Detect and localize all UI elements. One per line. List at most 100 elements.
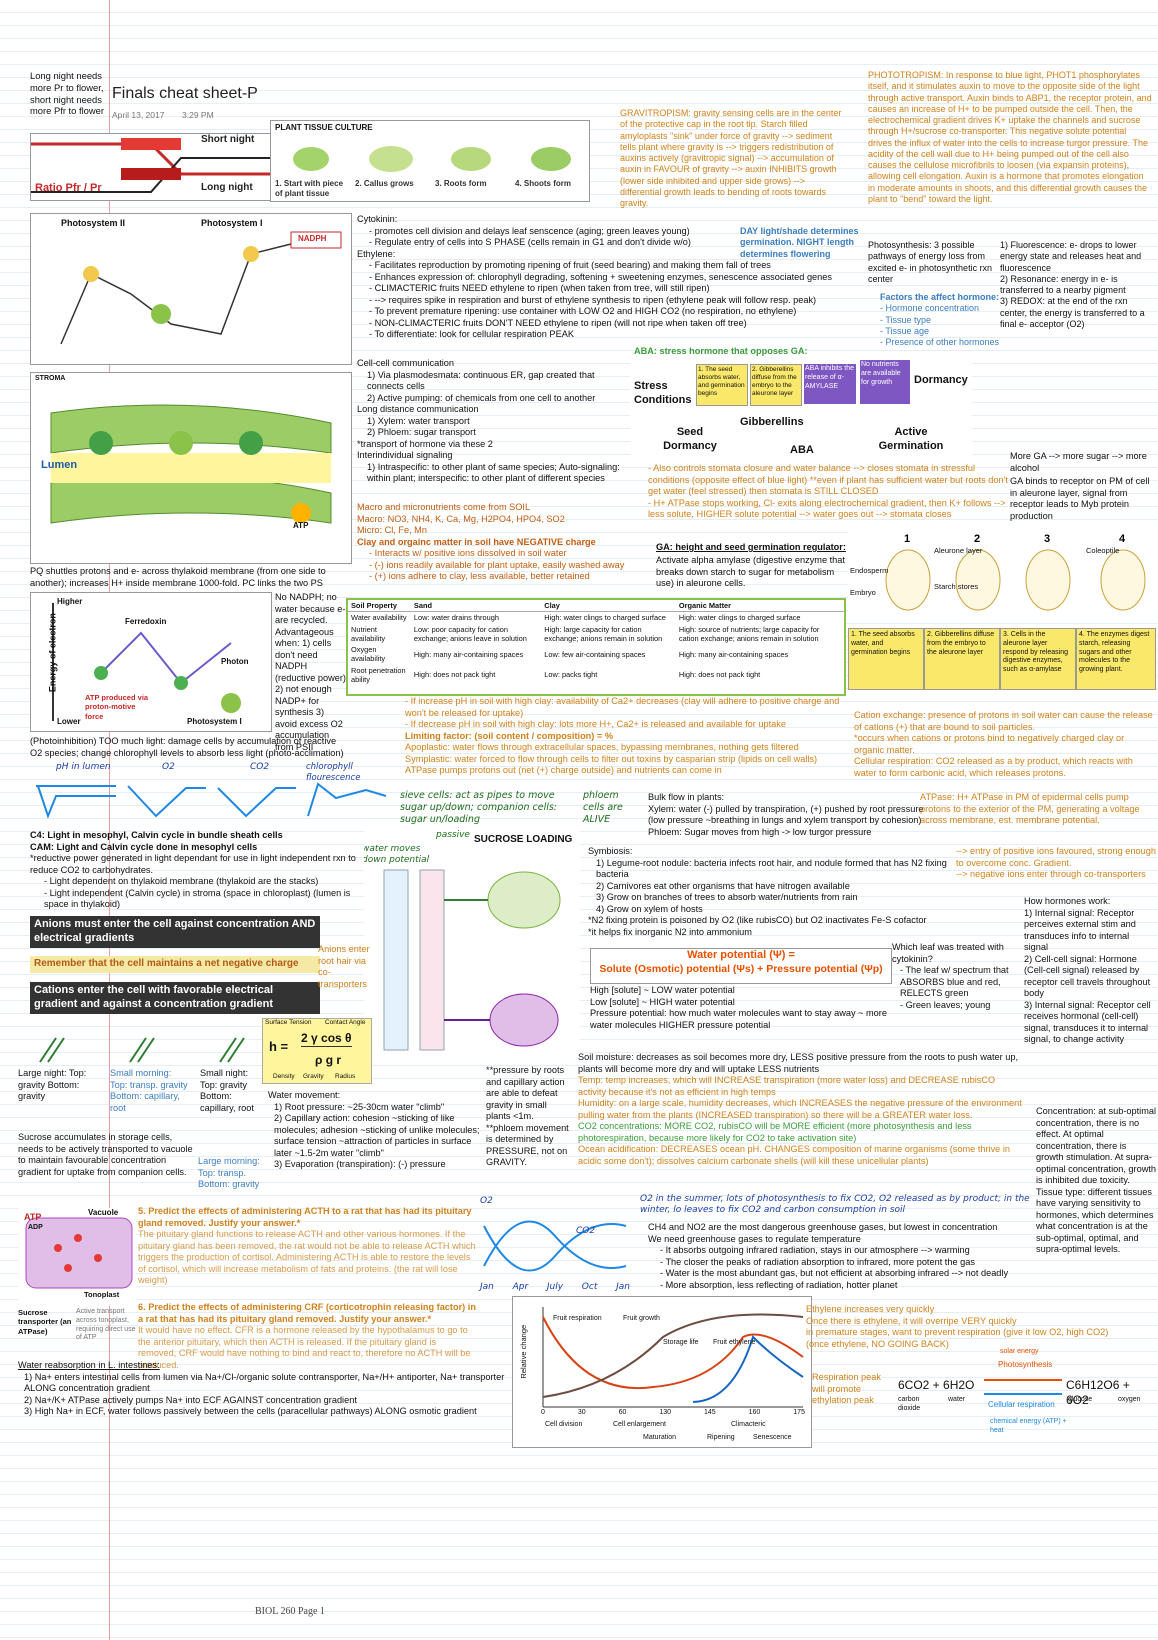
- soil-cell: High: many air-containing spaces: [678, 649, 789, 659]
- seed-dormancy-label: Seed Dormancy: [663, 426, 717, 452]
- eq-water: water: [948, 1396, 966, 1403]
- photoinhibition-note: (Photoinhibition) TOO much light: damage…: [30, 736, 344, 758]
- leaf-line: Which leaf was treated with cytokinin?: [892, 942, 1004, 964]
- dormancy-box-1: 1. The seed absorbs water, and germinati…: [696, 364, 748, 406]
- capillary-formula: h = 2 γ cos θ ρ g r Surface Tension Cont…: [262, 1018, 372, 1084]
- short-night-label: Short night: [201, 134, 255, 145]
- eth-line: in premature stages, want to prevent res…: [806, 1327, 1109, 1349]
- lumen-label: Lumen: [41, 459, 78, 471]
- aleurone-step-4: 4. The enzymes digest starch, releasing …: [1076, 628, 1156, 690]
- chart-label: Ripening: [707, 1434, 735, 1441]
- anions-box: Anions must enter the cell against conce…: [30, 916, 320, 948]
- page-time: 3:29 PM: [182, 110, 214, 120]
- aleurone-steps: 1. The seed absorbs water, and germinati…: [848, 628, 1158, 692]
- c4-line: C4: Light in mesophyl, Calvin cycle in b…: [30, 830, 283, 840]
- embryo-label: Embryo: [850, 588, 876, 597]
- wr-line: Water reabsorption in L. intestines:: [18, 1360, 160, 1370]
- ce-line-2: - Regulate entry of cells into S PHASE (…: [369, 237, 691, 247]
- formula-numerator: 2 γ cos θ: [301, 1031, 352, 1047]
- factors-title: Factors the affect hormone:: [880, 292, 1000, 302]
- eq-oxygen: oxygen: [1118, 1396, 1141, 1403]
- cc-line: *transport of hormone via these 2: [357, 438, 493, 449]
- cc-line: Interindividual signaling: [357, 450, 453, 460]
- ce-line-4: - Facilitates reproduction by promoting …: [369, 260, 771, 270]
- chart-label: Climacteric: [731, 1421, 766, 1428]
- nutrients-list: Macro and micronutrients come from SOIL …: [357, 502, 649, 583]
- net-negative-box: Remember that the cell maintains a net n…: [30, 956, 320, 973]
- q5-title: 5. Predict the effects of administering …: [138, 1206, 472, 1228]
- table-row: Oxygen availability High: many air-conta…: [348, 644, 844, 665]
- cation-line: Cellular respiration: CO2 released as a …: [854, 756, 1133, 778]
- stomata-line: - H+ ATPase stops working, Cl- exits alo…: [648, 497, 1006, 520]
- environment-factors: Soil moisture: decreases as soil becomes…: [578, 1052, 1024, 1167]
- month-label: Oct: [581, 1282, 598, 1292]
- eth-line: Once there is ethylene, it will overripe…: [806, 1315, 1017, 1326]
- wp-line: Pressure potential: how much water molec…: [590, 1008, 887, 1030]
- env-line: Temp: temp increases, which will INCREAS…: [578, 1075, 996, 1097]
- ce-line-7: - --> requires spike in respiration and …: [369, 294, 817, 305]
- eth-line: Ethylene increases very quickly: [806, 1304, 935, 1314]
- day-light-note: DAY light/shade determines germination. …: [740, 226, 859, 259]
- factor-item: - Tissue age: [880, 325, 930, 336]
- ph-lumen-label: pH in lumen: [56, 762, 111, 772]
- aba-ga-title: ABA: stress hormone that opposes GA:: [634, 346, 808, 356]
- tonoplast-label: Tonoplast: [84, 1290, 120, 1299]
- svg-text:3: 3: [1044, 533, 1050, 545]
- stroma-label: STROMA: [35, 375, 66, 382]
- ph-notes: - If increase pH in soil with high clay:…: [405, 696, 850, 777]
- bulk-line: Bulk flow in plants:: [648, 792, 725, 802]
- photosynthesis-equation: 6CO2 + 6H2O C6H12O6 + 6O2 Photosynthesis…: [898, 1348, 1154, 1446]
- month-label: Jan: [616, 1282, 630, 1292]
- month-label: July: [546, 1282, 564, 1292]
- passive-note: passive: [436, 830, 470, 840]
- symbiosis-line: 2) Carnivores eat other organisms that h…: [596, 880, 850, 891]
- active-transport-label: Active transport across tonoplast, requi…: [76, 1308, 136, 1342]
- soil-cell: Low: water drains through: [413, 613, 499, 623]
- sucrose-loading-figure: SUCROSE LOADING water moves down potenti…: [364, 830, 580, 1060]
- symbiosis-list: Symbiosis: 1) Legume-root nodule: bacter…: [588, 846, 948, 938]
- gravitropism-text: GRAVITROPISM: gravity sensing cells are …: [620, 108, 842, 208]
- conc-line: Tissue type: different tissues have vary…: [1036, 1186, 1154, 1255]
- dormancy-box-4: No nutrients are available for growth: [860, 360, 910, 404]
- atpase-pm: ATPase: H+ ATPase in PM of epidermal cel…: [920, 792, 1140, 825]
- wm-line: 1) Root pressure: ~25-30cm water "climb": [274, 1101, 445, 1112]
- soil-header: Soil Property: [348, 600, 411, 613]
- c4-cam-notes: C4: Light in mesophyl, Calvin cycle in b…: [30, 830, 360, 911]
- cyclic-electron-diagram: Energy of electron Higher Lower Ferredox…: [30, 592, 272, 732]
- env-line: CO2 concentrations: MORE CO2, rubisCO wi…: [578, 1121, 972, 1143]
- wm-line: 3) Evaporation (transpiration): (-) pres…: [274, 1159, 446, 1169]
- energy-axis-label: Energy of electron: [47, 613, 58, 693]
- x-tick: 145: [704, 1409, 716, 1416]
- nutrient-line: Micro: Cl, Fe, Mn: [357, 525, 427, 535]
- soil-table: Soil Property Sand Clay Organic Matter W…: [348, 600, 844, 685]
- wr-line: 3) High Na+ in ECF, water follows passiv…: [24, 1406, 477, 1416]
- soil-cell: High: source of nutrients; large capacit…: [678, 624, 820, 643]
- symbiosis-line: 3) Grow on branches of trees to absorb w…: [596, 892, 858, 902]
- table-row: Water availability Low: water drains thr…: [348, 612, 844, 624]
- co2-graph-label: CO2: [250, 762, 270, 772]
- stomata-notes: - Also controls stomata closure and wate…: [648, 463, 1008, 521]
- water-potential-box: Water potential (Ψ) = Solute (Osmotic) p…: [590, 948, 892, 984]
- c4-line: - Light dependent on thylakoid membrane …: [44, 876, 319, 886]
- gravity-label: Gravity: [303, 1073, 324, 1080]
- chart-label: Fruit ethylene: [713, 1339, 756, 1346]
- ga-title: GA: height and seed germination regulato…: [656, 542, 846, 552]
- vacuole-figure: Vacuole ATP ADP Tonoplast: [18, 1208, 136, 1306]
- ferredoxin-label: Ferredoxin: [125, 617, 167, 626]
- night-label-1: Large night: Top: gravity Bottom: gravit…: [18, 1068, 87, 1101]
- concentration-notes: Concentration: at sub-optimal concentrat…: [1036, 1106, 1156, 1256]
- cation-exchange: Cation exchange: presence of protons in …: [854, 710, 1154, 779]
- dormancy-box-2: 2. Gibberellins diffuse from the embryo …: [750, 364, 802, 406]
- gh-line: - Water is the most abundant gas, but no…: [660, 1268, 1009, 1278]
- cc-line: Cell-cell communication: [357, 358, 455, 368]
- q6-title: 6. Predict the effects of administering …: [138, 1302, 476, 1324]
- tissue-step-1: 1. Start with piece of plant tissue: [275, 179, 344, 198]
- page-footer: BIOL 260 Page 1: [255, 1606, 325, 1617]
- photosynthesis-pathways: 1) Fluorescence: e- drops to lower energ…: [1000, 240, 1152, 330]
- stress-conditions: Stress Conditions: [634, 380, 692, 406]
- hw-line: How hormones work:: [1024, 896, 1111, 906]
- sucrose-loading-title: SUCROSE LOADING: [474, 834, 573, 845]
- water-potential-title: Water potential (Ψ) =: [687, 949, 795, 961]
- symbiosis-line: 1) Legume-root nodule: bacteria infects …: [596, 857, 947, 880]
- water-potential-formula: Solute (Osmotic) potential (Ψs) + Pressu…: [599, 962, 883, 975]
